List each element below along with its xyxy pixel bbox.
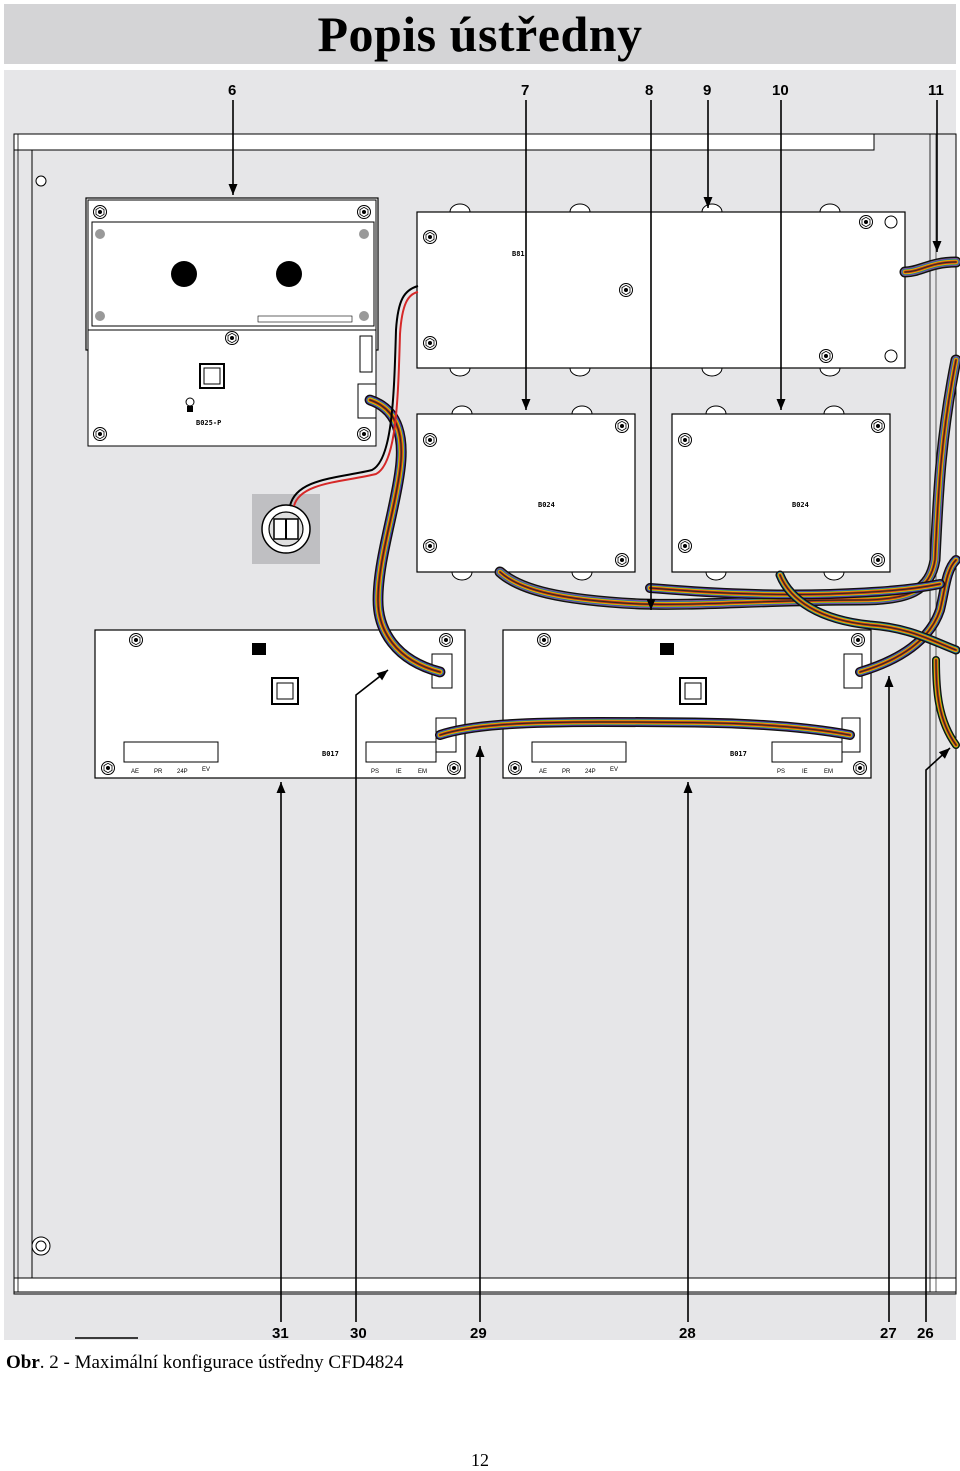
terminal-label-ie-right: IE [802, 769, 808, 775]
callout-arrow-30 [355, 669, 389, 1322]
callout-11: 11 [928, 82, 944, 99]
board-label-b017-left: B017 [322, 750, 339, 758]
callout-arrow-29 [475, 746, 485, 1322]
callout-31: 31 [272, 1325, 289, 1342]
ribbon-b017-link [435, 716, 855, 740]
ribbon-lower-bundle [645, 579, 945, 600]
terminal-label-ps-left: PS [371, 769, 379, 775]
callout-8: 8 [645, 82, 653, 99]
wiring-diagram: B025-P B81 B024 B024 [4, 70, 960, 1342]
board-label-top-right: B81 [512, 250, 525, 258]
top-right-board: B81 [416, 203, 906, 377]
ribbon-b024-right-side [494, 354, 960, 610]
led-right [276, 261, 302, 287]
board-label-b024-right: B024 [792, 501, 809, 509]
callout-arrow-9 [703, 100, 713, 208]
terminal-label-em-right: EM [824, 769, 833, 775]
terminal-label-24p-left: 24P [177, 769, 188, 775]
callout-arrow-10 [776, 100, 786, 410]
callout-arrow-31 [276, 782, 286, 1322]
callout-27: 27 [880, 1325, 897, 1342]
caption-prefix: Obr [6, 1352, 40, 1373]
callout-6: 6 [228, 82, 236, 99]
led-left [171, 261, 197, 287]
terminal-label-ae-right: AE [539, 769, 547, 775]
terminal-label-pr-left: PR [154, 769, 163, 775]
terminal-label-ps-right: PS [777, 769, 785, 775]
b024-board-right: B024 [671, 405, 891, 581]
callout-28: 28 [679, 1325, 696, 1342]
ribbon-right-lower [932, 656, 960, 749]
board-label-b017-right: B017 [730, 750, 747, 758]
callout-arrow-8 [646, 100, 656, 610]
callout-arrow-28 [683, 782, 693, 1322]
page-number: 12 [471, 1450, 489, 1470]
terminal-label-em-left: EM [418, 769, 427, 775]
callout-arrow-6 [228, 100, 238, 195]
callout-9: 9 [703, 82, 711, 99]
caption-text: . 2 - Maximální konfigurace ústředny CFD… [39, 1352, 404, 1373]
callout-arrow-11 [932, 100, 942, 252]
key-switch [252, 494, 320, 564]
ribbon-right-edge-top [899, 256, 960, 278]
b017-board-right: B017 AE PR 24P EV PS IE EM [502, 629, 872, 779]
callout-arrow-27 [884, 676, 894, 1322]
page-title: Popis ústředny [317, 6, 643, 62]
callout-29: 29 [470, 1325, 487, 1342]
enclosure-bottom-rail [13, 1277, 957, 1293]
terminal-label-ev-left: EV [202, 767, 210, 773]
ribbon-b024-to-edge [775, 570, 960, 655]
callout-7: 7 [521, 82, 529, 99]
board-label-b024-left: B024 [538, 501, 555, 509]
callout-arrow-26 [925, 747, 951, 1322]
enclosure-top-rail [13, 133, 875, 151]
board-label-display: B025-P [196, 419, 221, 427]
title-bar: Popis ústředny [4, 4, 956, 64]
terminal-label-pr-right: PR [562, 769, 571, 775]
callout-26: 26 [917, 1325, 934, 1342]
key-switch-wires [289, 285, 419, 507]
lcd-pin-row [257, 315, 353, 323]
b024-board-left: B024 [416, 405, 636, 581]
terminal-label-24p-right: 24P [585, 769, 596, 775]
callout-10: 10 [772, 82, 789, 99]
mounting-hole-bottom [31, 1236, 51, 1256]
terminal-label-ev-right: EV [610, 767, 618, 773]
ribbon-cables [364, 256, 960, 749]
mounting-hole-top [35, 175, 47, 187]
callout-30: 30 [350, 1325, 367, 1342]
ribbon-display-to-b017 [364, 394, 446, 678]
terminal-label-ie-left: IE [396, 769, 402, 775]
figure-caption: Obr. 2 - Maximální konfigurace ústředny … [6, 1352, 403, 1374]
ribbon-b017-right-side [855, 555, 960, 677]
callout-arrows [228, 100, 951, 1322]
terminal-label-ae-left: AE [131, 769, 139, 775]
callout-arrow-7 [521, 100, 531, 410]
display-board: B025-P [85, 197, 379, 447]
